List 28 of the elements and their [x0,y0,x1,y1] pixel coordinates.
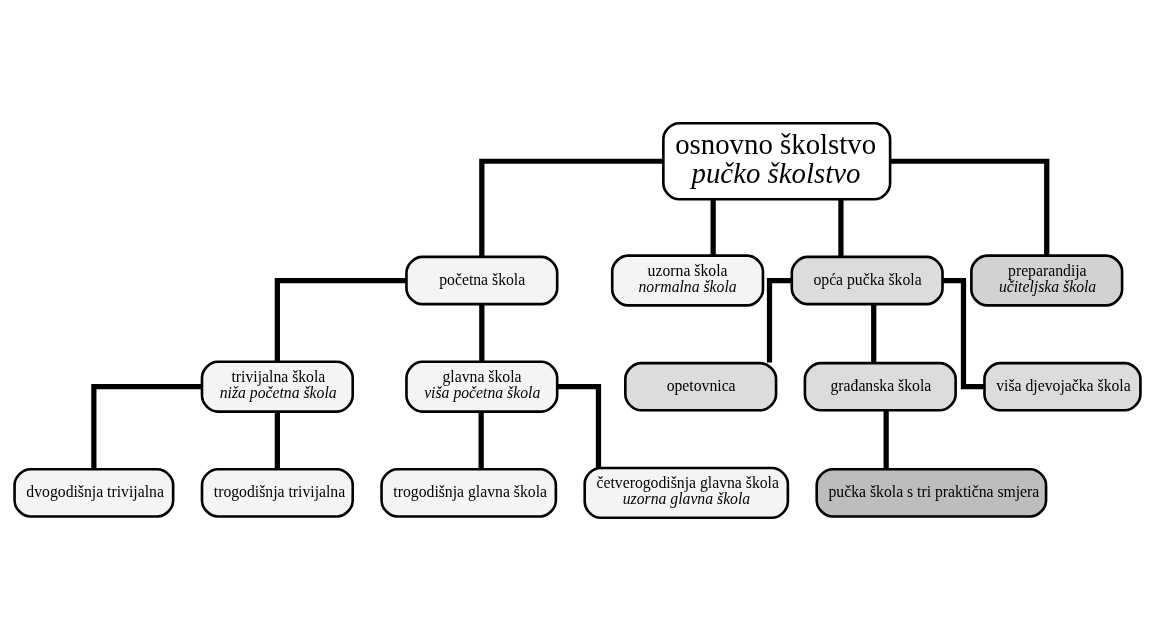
node-box: trogodišnja glavna škola [380,467,558,518]
connector [91,383,202,469]
node-box: glavna škola viša početna škola [405,360,559,413]
node-box: preparandija učiteljska škola [970,253,1124,307]
connector [883,410,889,469]
node-box: osnovno školstvo pučko školstvo [662,121,892,201]
connector [274,277,407,361]
connector [942,277,984,389]
connector [557,383,602,468]
node-box: pučka škola s tri praktična smjera [815,467,1048,518]
node-box: početna škola [405,255,559,305]
node-box: viša djevojačka škola [983,361,1142,412]
node-box: opća pučka škola [790,255,944,305]
node-box: opetovnica [624,361,778,412]
connector [871,304,877,363]
connector [274,411,280,469]
node-box: trivijalna škola niža početna škola [200,360,355,413]
node-box: uzorna škola normalna škola [610,253,765,307]
node-box: četverogodišnja glavna škola uzorna glavna škola [583,466,790,519]
node-box: trogodišnja trivijalna [200,467,355,518]
connector [478,411,484,469]
connector [890,158,1050,255]
node-box: dvogodišnja trivijalna [13,467,175,518]
node-box: građanska škola [803,361,957,412]
connector [838,198,844,257]
connector [710,198,716,256]
connector [479,304,485,362]
connector [479,158,664,256]
